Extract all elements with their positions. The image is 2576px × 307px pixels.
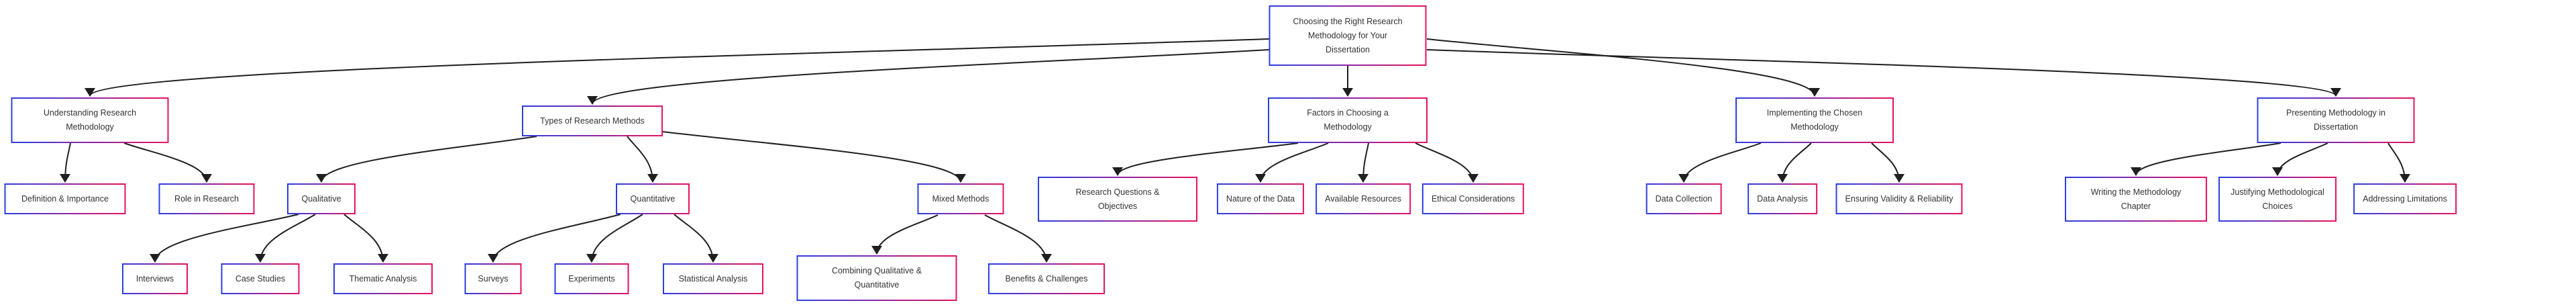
edge-types-mixed (662, 131, 966, 183)
node-addressing: Addressing Limitations (2353, 183, 2457, 214)
node-available: Available Resources (1316, 183, 1411, 214)
edge-root-understanding (85, 38, 1270, 97)
edge-implementing-ensuring (1871, 142, 1904, 183)
node-types: Types of Research Methods (522, 105, 663, 136)
edge-understanding-definition (60, 142, 71, 183)
node-implementing: Implementing the Chosen Methodology (1735, 97, 1894, 143)
edge-qualitative-interviews (150, 214, 299, 263)
node-nature: Nature of the Data (1216, 183, 1305, 214)
edge-quantitative-experiments (586, 214, 643, 263)
edge-qualitative-casestudies (255, 214, 316, 263)
node-writing: Writing the Methodology Chapter (2065, 177, 2207, 222)
node-benefits: Benefits & Challenges (988, 263, 1105, 294)
node-casestudies: Case Studies (221, 263, 300, 294)
node-datacollection: Data Collection (1646, 183, 1722, 214)
edge-factors-nature (1255, 142, 1329, 183)
node-interviews: Interviews (122, 263, 188, 294)
edge-root-presenting (1426, 49, 2341, 97)
node-dataanalysis: Data Analysis (1748, 183, 1817, 214)
edge-implementing-dataanalysis (1777, 142, 1812, 183)
edge-quantitative-statistical (674, 214, 718, 263)
edge-root-implementing (1426, 38, 1820, 97)
edge-qualitative-thematic (343, 214, 388, 263)
edge-understanding-role (123, 142, 212, 183)
node-qualitative: Qualitative (287, 183, 356, 214)
edge-presenting-writing (2131, 142, 2282, 176)
edge-factors-ethical (1415, 142, 1479, 183)
edge-presenting-justifying (2272, 142, 2328, 176)
node-understanding: Understanding Research Methodology (11, 97, 169, 143)
edge-root-types (587, 49, 1270, 105)
edge-factors-rqo (1112, 142, 1299, 176)
node-root: Choosing the Right Research Methodology … (1269, 5, 1427, 66)
node-thematic: Thematic Analysis (333, 263, 433, 294)
edge-factors-available (1358, 142, 1369, 183)
node-ensuring: Ensuring Validity & Reliability (1835, 183, 1963, 214)
node-mixed: Mixed Methods (917, 183, 1004, 214)
node-quantitative: Quantitative (616, 183, 690, 214)
node-experiments: Experiments (554, 263, 629, 294)
edge-types-qualitative (316, 136, 537, 183)
node-role: Role in Research (158, 183, 255, 214)
edge-quantitative-surveys (488, 214, 621, 263)
node-ethical: Ethical Considerations (1421, 183, 1525, 214)
node-justifying: Justifying Methodological Choices (2218, 177, 2337, 222)
node-definition: Definition & Importance (4, 183, 126, 214)
edge-mixed-combining (871, 214, 938, 255)
edge-implementing-datacollection (1678, 142, 1762, 183)
node-factors: Factors in Choosing a Methodology (1268, 97, 1428, 143)
node-statistical: Statistical Analysis (663, 263, 763, 294)
edge-types-quantitative (627, 136, 658, 183)
node-combining: Combining Qualitative & Quantitative (796, 255, 957, 301)
node-presenting: Presenting Methodology in Dissertation (2257, 97, 2415, 143)
node-rqo: Research Questions & Objectives (1038, 177, 1197, 222)
edge-presenting-addressing (2387, 142, 2410, 183)
edge-mixed-benefits (984, 214, 1052, 263)
node-surveys: Surveys (464, 263, 522, 294)
